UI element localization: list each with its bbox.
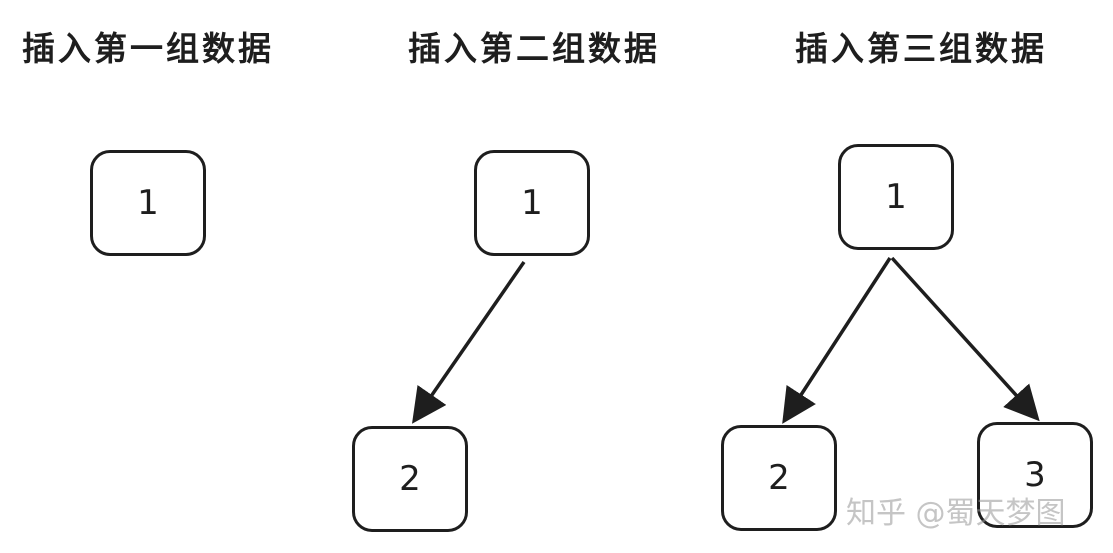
panel-2-node-2: 2 [352,426,468,532]
panel-2-title: 插入第二组数据 [408,29,660,68]
edge-1-to-3-panel3 [890,256,1040,422]
panel-3-node-1: 1 [838,144,954,250]
panel-3-title: 插入第三组数据 [795,29,1047,68]
panel-2-node-1: 1 [474,150,590,256]
watermark-text: 知乎 @蜀天梦图 [846,496,1066,531]
panel-3-node-3: 3 [977,422,1093,528]
panel-1-title: 插入第一组数据 [22,29,274,68]
edge-1-to-2-panel2 [412,261,526,424]
edge-1-to-2-panel3-double [789,261,888,411]
panel-1-node-1: 1 [90,150,206,256]
panel-3-node-2: 2 [721,425,837,531]
